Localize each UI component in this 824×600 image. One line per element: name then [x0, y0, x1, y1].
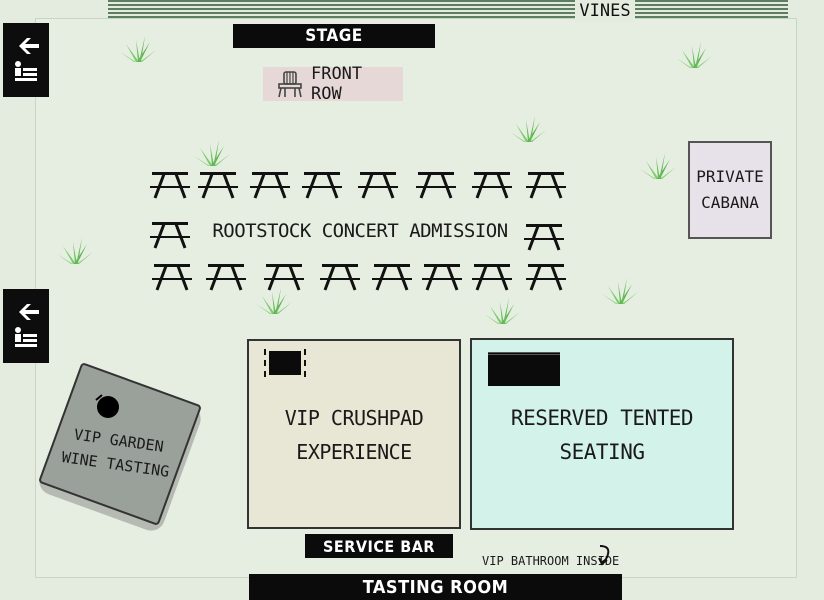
tented-label-line2: SEATING: [559, 440, 645, 464]
picnic-table-icon: [422, 258, 462, 292]
grass-tuft-icon: [118, 36, 158, 62]
picnic-table-icon: [198, 166, 238, 200]
front-row-area: FRONT ROW: [263, 64, 403, 104]
picnic-table-icon: [302, 166, 342, 200]
picnic-table-icon: [250, 166, 290, 200]
grass-tuft-icon: [638, 153, 678, 179]
restroom-icon: [15, 38, 39, 81]
picnic-table-icon: [150, 166, 190, 200]
picnic-table-icon: [152, 258, 192, 292]
tent-equipment-icon: [488, 352, 560, 386]
curved-arrow-down-icon: [598, 545, 610, 566]
restroom-sign-bottom: [3, 289, 49, 363]
picnic-table-icon: [472, 166, 512, 200]
picnic-table-icon: [320, 258, 360, 292]
picnic-table-icon: [358, 166, 398, 200]
picnic-table-icon: [524, 218, 564, 252]
tented-label-line1: RESERVED TENTED: [510, 406, 694, 430]
grass-tuft-icon: [674, 42, 714, 68]
grass-tuft-icon: [508, 116, 548, 142]
crushpad-label-line1: VIP CRUSHPAD: [284, 406, 424, 430]
cabana-label-line1: PRIVATE: [696, 167, 764, 186]
picnic-table-icon: [264, 258, 304, 292]
front-row-label: FRONT ROW: [310, 64, 363, 104]
picnic-table-icon: [416, 166, 456, 200]
service-bar-label: SERVICE BAR: [305, 534, 453, 558]
restroom-sign-top: [3, 23, 49, 97]
vines-label: VINES: [575, 0, 635, 22]
picnic-table-icon: [372, 258, 412, 292]
picnic-table-icon: [150, 216, 190, 250]
picnic-table-icon: [472, 258, 512, 292]
admission-label: ROOTSTOCK CONCERT ADMISSION: [212, 220, 508, 242]
grass-tuft-icon: [55, 238, 95, 264]
crushpad-label-line2: EXPERIENCE: [296, 440, 412, 464]
picnic-table-icon: [206, 258, 246, 292]
vines-rows: [108, 0, 788, 20]
crushpad-equipment-icon: [264, 349, 306, 377]
restroom-icon: [15, 304, 39, 347]
private-cabana-zone: PRIVATE CABANA: [688, 141, 772, 239]
stage-label: STAGE: [233, 24, 435, 48]
grass-tuft-icon: [600, 278, 640, 304]
cabana-label-line2: CABANA: [701, 193, 759, 212]
grass-tuft-icon: [192, 140, 232, 166]
wine-barrel-icon: [95, 394, 119, 418]
vip-bathroom-label: VIP BATHROOM INSIDE: [482, 554, 620, 568]
tasting-room-label: TASTING ROOM: [249, 574, 622, 600]
grass-tuft-icon: [482, 298, 522, 324]
adirondack-chair-icon: [278, 71, 302, 98]
picnic-table-icon: [526, 166, 566, 200]
picnic-table-icon: [526, 258, 566, 292]
vip-crushpad-zone: VIP CRUSHPAD EXPERIENCE: [247, 339, 461, 529]
